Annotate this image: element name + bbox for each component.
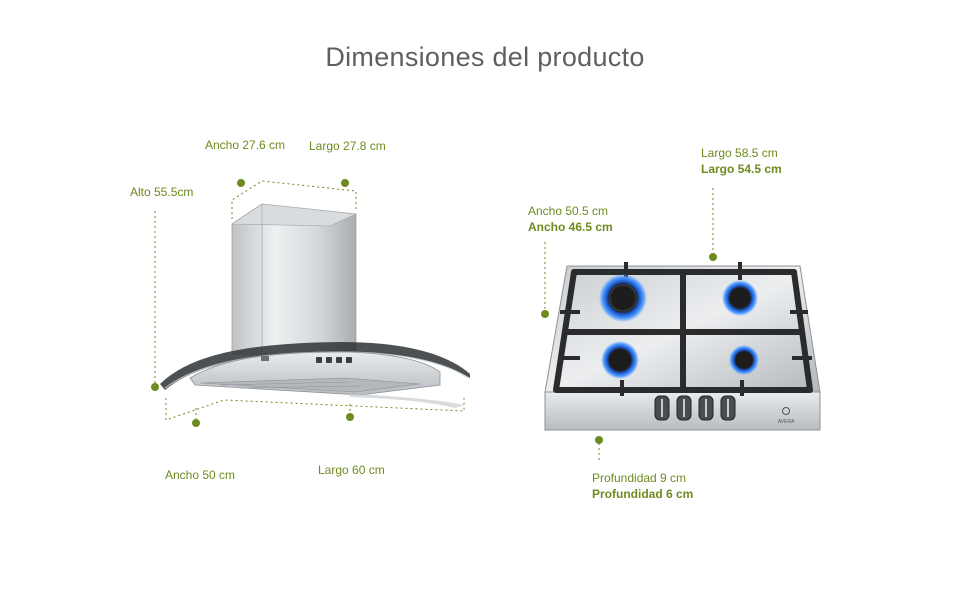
cooktop-length-inner-label: Largo 54.5 cm [701,162,782,176]
cooktop-grates [553,269,813,393]
hood-marker-top-width [237,179,245,187]
hood-chimney [231,203,357,355]
hood-chimney-top [231,203,358,227]
hood-logo [261,356,269,361]
cooktop-brand: AVERA [778,419,795,425]
range-hood-illustration [151,179,470,427]
cooktop-width-inner-label: Ancho 46.5 cm [528,220,613,234]
hood-marker-bottom-length [346,413,354,421]
cooktop-brand-logo-icon [782,407,790,415]
hood-top-width-label: Ancho 27.6 cm [205,138,286,152]
cooktop-depth-outer-label: Profundidad 9 cm [592,471,687,485]
cooktop-length-outer-label: Largo 58.5 cm [701,146,778,160]
cooktop-marker-width [541,310,549,318]
cooktop-depth-inner-label: Profundidad 6 cm [592,487,694,501]
cooktop-marker-length [709,253,717,261]
cooktop-marker-depth [595,436,603,444]
hood-glass-canopy [160,342,470,390]
hood-bottom-width-label: Ancho 50 cm [165,468,236,482]
cooktop-width-outer-label: Ancho 50.5 cm [528,204,609,218]
cooktop-illustration: AVERA [541,188,821,460]
hood-top-length-label: Largo 27.8 cm [309,139,386,153]
hood-height-label: Alto 55.5cm [130,185,194,199]
cooktop-dimension-lines [544,188,714,460]
hood-marker-top-length [341,179,349,187]
hood-marker-bottom-width [192,419,200,427]
hood-bottom-length-label: Largo 60 cm [318,463,385,477]
page-title: Dimensiones del producto [325,42,645,72]
cooktop-knobs [654,395,736,421]
hood-filter [199,377,421,393]
hood-control-buttons [316,357,352,363]
hood-marker-height [151,383,159,391]
